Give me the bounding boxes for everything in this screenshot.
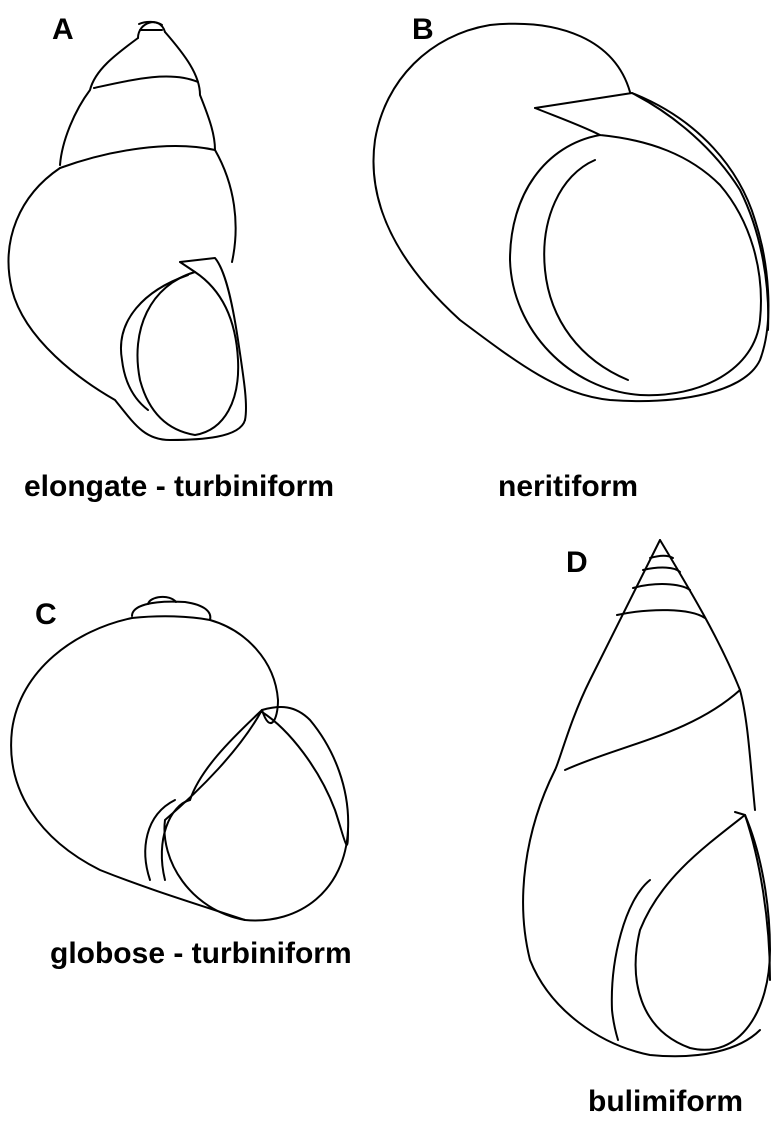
panel-d-aperture xyxy=(636,815,770,1050)
panel-d-body-whorl xyxy=(523,770,760,1056)
panel-d-suture-4 xyxy=(617,610,705,618)
panel-d-suture-3 xyxy=(633,584,690,590)
panel-d-suture-2 xyxy=(643,568,680,572)
panel-d-caption: bulimiform xyxy=(588,1085,743,1119)
panel-d-spire xyxy=(555,540,660,770)
panel-d-lip xyxy=(735,812,770,980)
panel-d-suture-5 xyxy=(565,690,740,770)
